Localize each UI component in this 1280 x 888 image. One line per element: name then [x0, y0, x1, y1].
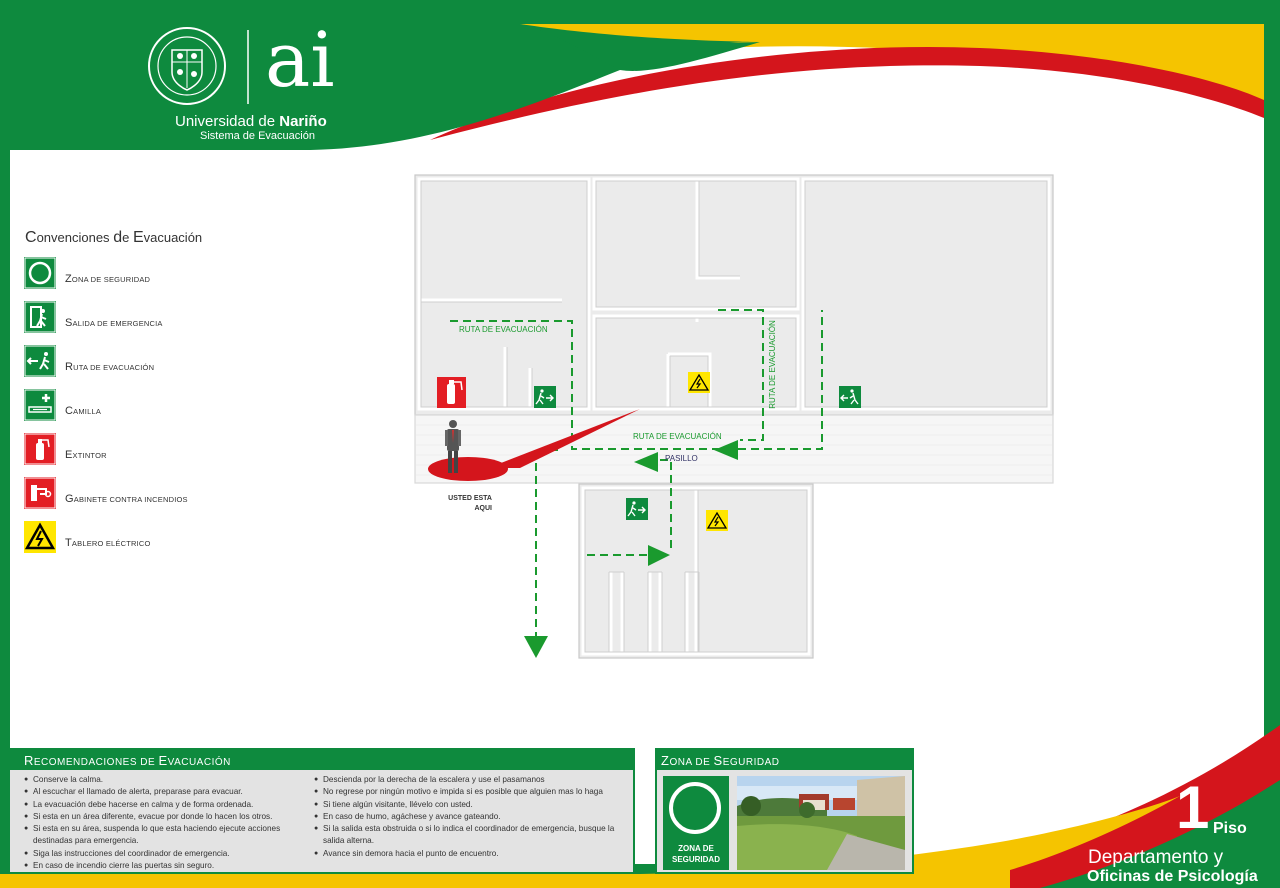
list-item: En caso de incendio cierre las puertas s…	[24, 860, 309, 873]
map-exit-sign-icon-2	[839, 386, 861, 408]
department-line-1: Departamento y	[1088, 847, 1224, 868]
you-are-here-pointer	[488, 409, 640, 468]
floor-word: Piso	[1213, 820, 1247, 837]
recommendations-panel: RECOMENDACIONES DE EVACUACIÓN Conserve l…	[8, 748, 635, 874]
map-electrical-panel-icon-1	[688, 372, 710, 393]
route-arrow-down	[524, 636, 548, 658]
evacuation-route-icon	[24, 345, 56, 377]
map-exit-sign-icon-3	[626, 498, 648, 520]
stretcher-icon	[24, 389, 56, 421]
route-arrow-right	[648, 545, 670, 566]
route-label-2: RUTA DE EVACUACIÓN	[633, 432, 722, 441]
legend-item-electrical-panel: Tablero eléctrico	[24, 521, 284, 555]
route-arrow-left-2	[634, 452, 658, 472]
you-are-here-marker	[428, 457, 508, 481]
list-item: En caso de humo, agáchese y avance gatea…	[314, 811, 629, 824]
route-arrow-left-1	[714, 440, 738, 460]
route-label-3: RUTA DE EVACUACIÓN	[767, 320, 777, 409]
legend-item-evacuation-route: Ruta de evacuación	[24, 345, 284, 379]
recommendations-list-right: Descienda por la derecha de la escalera …	[314, 774, 629, 860]
list-item: Si esta en un área diferente, evacue por…	[24, 811, 309, 824]
fire-cabinet-icon	[24, 477, 56, 509]
legend-item-extinguisher: Extintor	[24, 433, 284, 467]
recommendations-title: RECOMENDACIONES DE EVACUACIÓN	[10, 750, 633, 770]
list-item: Avance sin demora hacia el punto de encu…	[314, 848, 629, 861]
legend-item-stretcher: Camilla	[24, 389, 284, 423]
recommendations-list-left: Conserve la calma. Al escuchar el llamad…	[24, 774, 309, 873]
safety-zone-ring-icon	[669, 782, 721, 834]
route-label-1: RUTA DE EVACUACIÓN	[459, 325, 548, 334]
list-item: No regrese por ningún motivo e impida si…	[314, 786, 629, 799]
university-name: Universidad de Nariño	[175, 113, 327, 130]
list-item: Si esta en su área, suspenda lo que esta…	[24, 823, 309, 848]
list-item: Si la salida esta obstruida o si lo indi…	[314, 823, 629, 848]
list-item: Al escuchar el llamado de alerta, prepar…	[24, 786, 309, 799]
floor-number: 1	[1176, 774, 1210, 841]
map-electrical-panel-icon-2	[706, 510, 728, 531]
list-item: La evacuación debe hacerse en calma y de…	[24, 799, 309, 812]
emergency-exit-icon	[24, 301, 56, 333]
legend-item-safety-zone: Zona de seguridad	[24, 257, 284, 291]
safety-zone-photo	[737, 776, 905, 870]
university-seal-icon	[148, 27, 226, 105]
map-fire-extinguisher-icon	[437, 377, 466, 408]
department-line-2: Oficinas de Psicología	[1087, 868, 1258, 885]
legend-title: Convenciones de Evacuación	[25, 229, 203, 246]
person-figure	[445, 420, 461, 473]
list-item: Siga las instrucciones del coordinador d…	[24, 848, 309, 861]
safety-zone-title: ZONA DE SEGURIDAD	[657, 750, 912, 770]
legend-item-fire-cabinet: Gabinete contra incendios	[24, 477, 284, 511]
list-item: Si tiene algún visitante, llévelo con us…	[314, 799, 629, 812]
fire-extinguisher-icon	[24, 433, 56, 465]
logo-mark: ai	[265, 15, 335, 104]
system-title: Sistema de Evacuación	[200, 130, 315, 142]
list-item: Descienda por la derecha de la escalera …	[314, 774, 629, 787]
electrical-panel-icon	[24, 521, 56, 553]
map-exit-sign-icon-1	[534, 386, 556, 408]
corridor-label: PASILLO	[665, 454, 698, 463]
legend-item-emergency-exit: Salida de emergencia	[24, 301, 284, 335]
list-item: Conserve la calma.	[24, 774, 309, 787]
safety-zone-icon	[24, 257, 56, 289]
